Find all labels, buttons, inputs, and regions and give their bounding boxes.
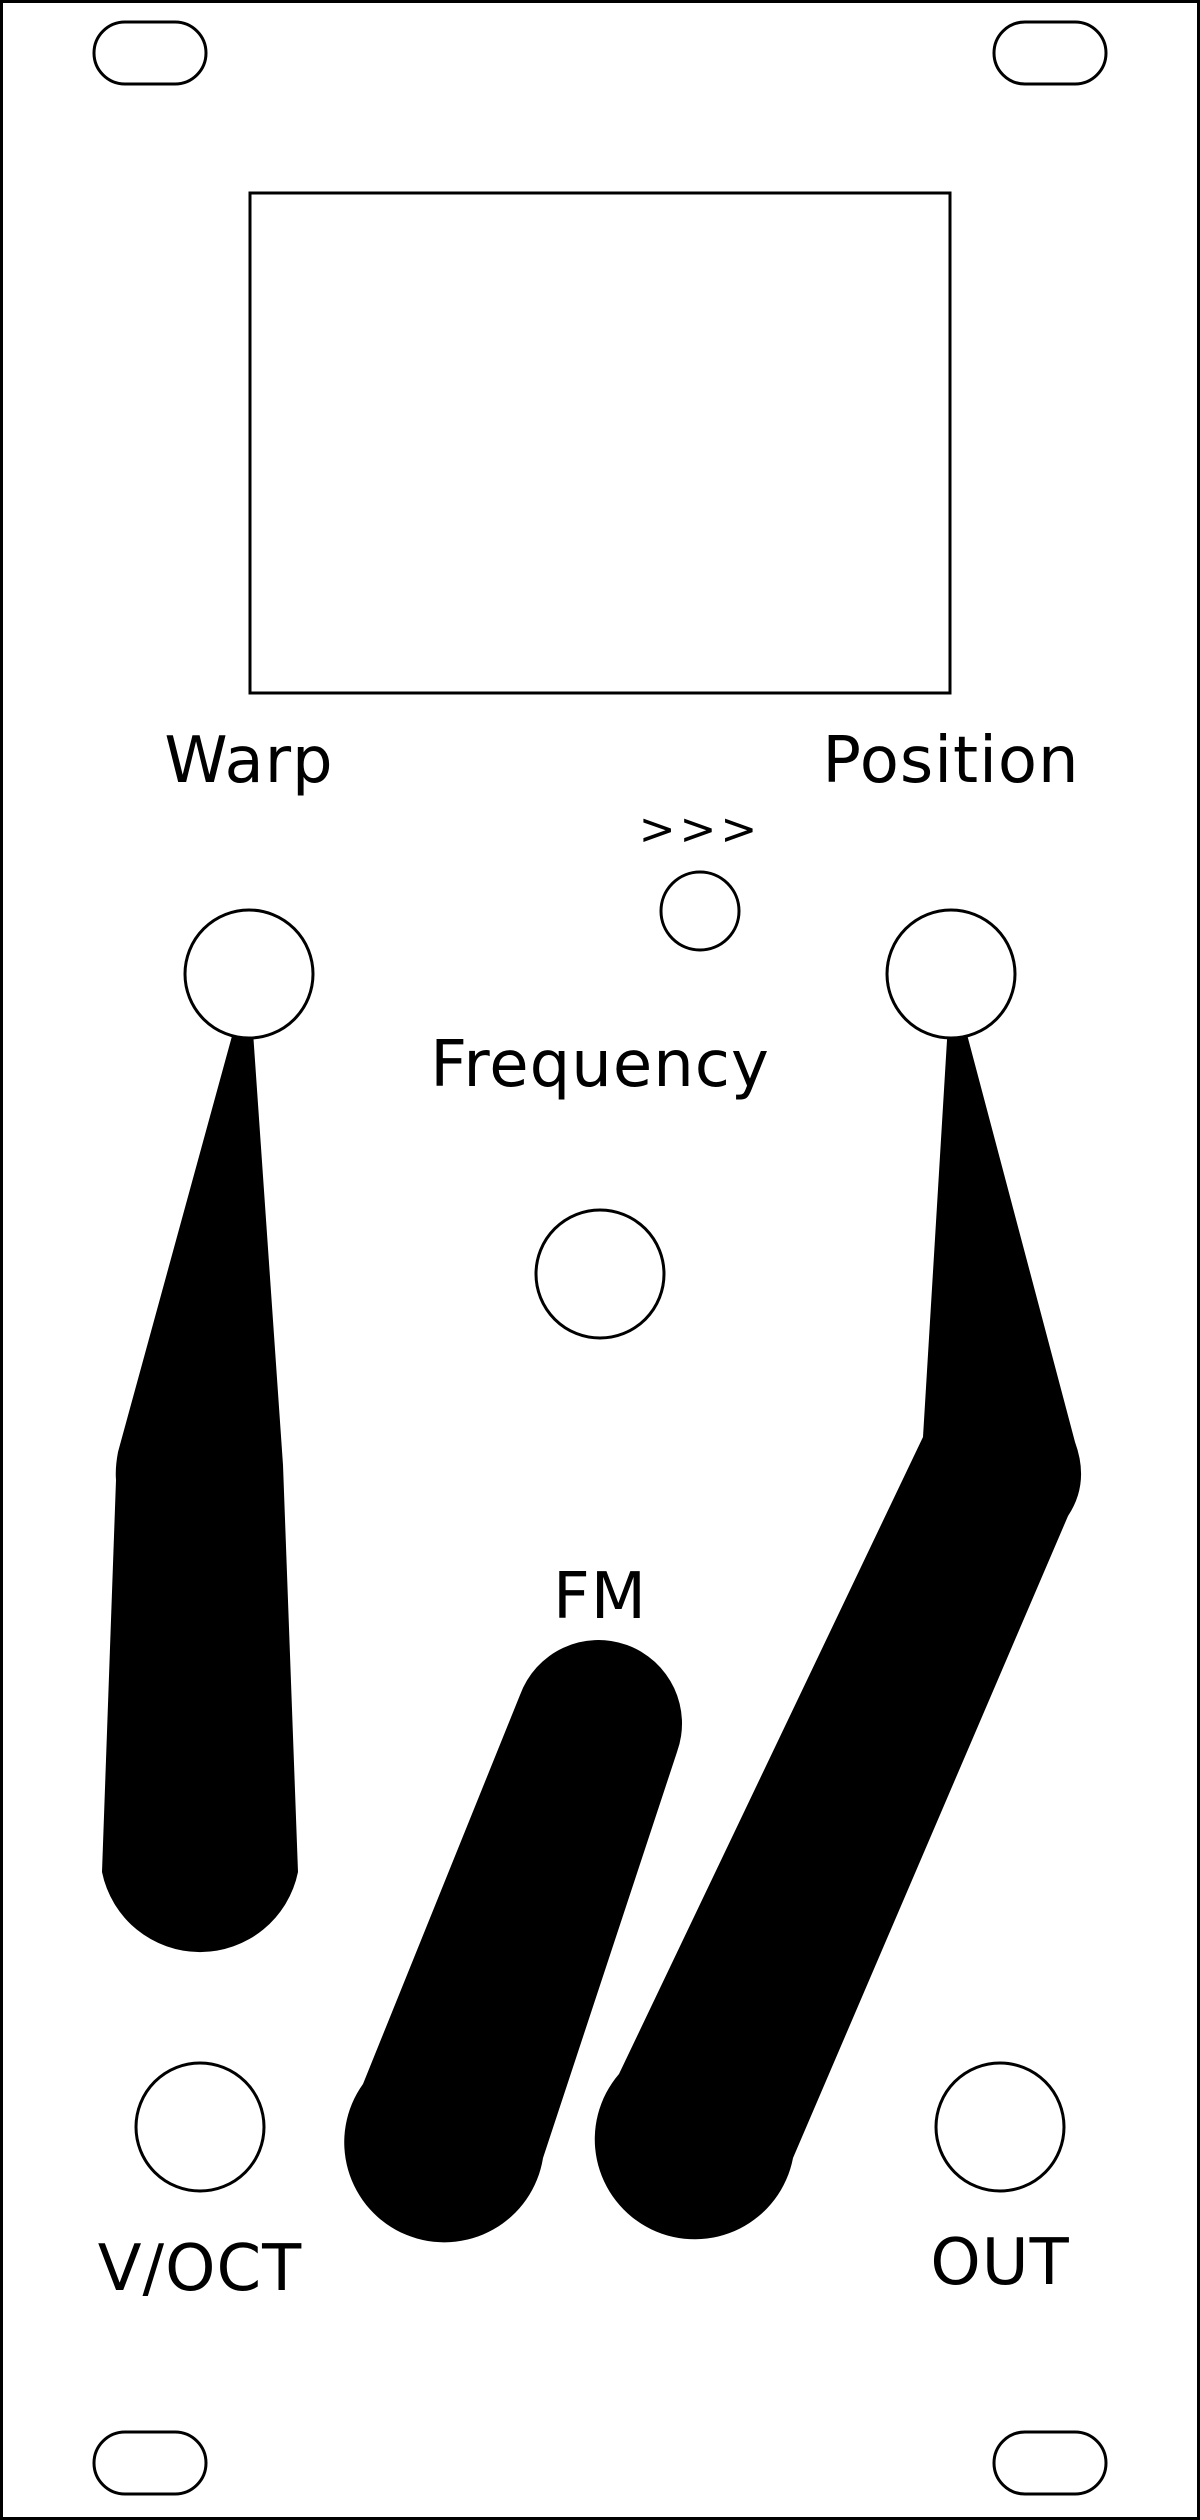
- warp-trace: [102, 974, 298, 1953]
- mounting-hole-top-left: [92, 20, 208, 86]
- mounting-hole-top-right: [992, 20, 1108, 86]
- mounting-hole-bottom-left: [92, 2430, 208, 2496]
- warp-label: Warp: [164, 724, 333, 798]
- position-knob[interactable]: [885, 908, 1017, 1040]
- fm-trace: [344, 1639, 683, 2243]
- voct-label: V/OCT: [98, 2232, 303, 2306]
- warp-knob[interactable]: [183, 908, 315, 1040]
- mounting-hole-bottom-right: [992, 2430, 1108, 2496]
- out-jack[interactable]: [934, 2061, 1066, 2193]
- arrows-label: >>>: [639, 804, 762, 855]
- frequency-knob[interactable]: [534, 1208, 666, 1340]
- voct-jack[interactable]: [134, 2061, 266, 2193]
- frequency-label: Frequency: [430, 1028, 770, 1102]
- position-label: Position: [822, 724, 1079, 798]
- out-label: OUT: [930, 2226, 1069, 2300]
- position-trace: [594, 974, 1082, 2240]
- fm-label: FM: [553, 1560, 647, 1634]
- next-button[interactable]: [659, 870, 741, 952]
- display-window: [248, 191, 952, 695]
